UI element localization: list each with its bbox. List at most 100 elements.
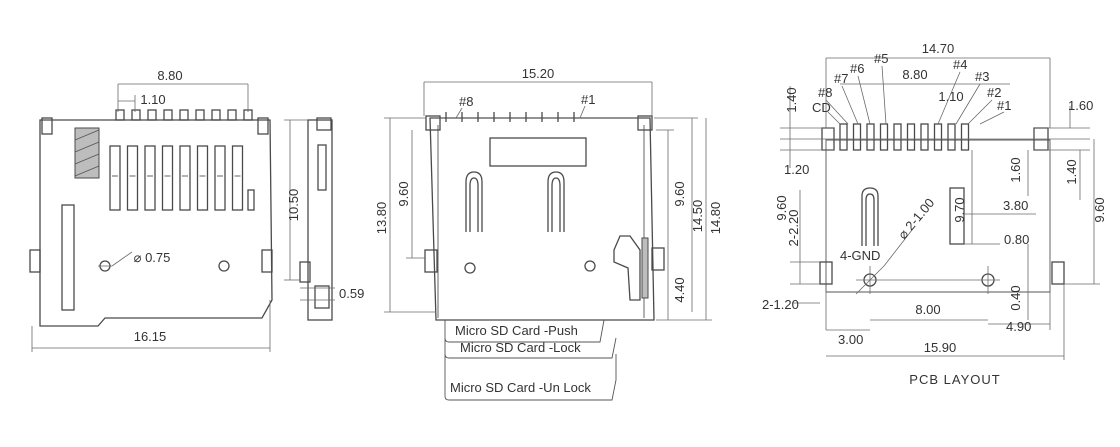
pcb-pin1-label: #1 bbox=[997, 98, 1011, 113]
front-top-pin bbox=[211, 109, 221, 121]
pcb-pad bbox=[947, 123, 956, 151]
pcb-pad bbox=[852, 123, 862, 151]
front-contact-slot bbox=[161, 145, 174, 211]
pcb-dim-l4: 2-2.20 bbox=[786, 210, 801, 247]
pcb-dim-m4: 0.40 bbox=[1008, 285, 1023, 310]
front-top-pin bbox=[179, 109, 189, 121]
side-left-tab bbox=[299, 261, 311, 283]
pcb-pin2-label: #2 bbox=[987, 85, 1001, 100]
pcb-dim-b3: 4.90 bbox=[1006, 319, 1031, 334]
front-top-pin bbox=[195, 109, 205, 121]
pcb-pad-row bbox=[839, 123, 970, 151]
top-view: 15.20 13.80 9.60 9.60 14.50 14.80 4.40 #… bbox=[374, 66, 723, 401]
pcb-pin3-label: #3 bbox=[975, 69, 989, 84]
front-top-pin bbox=[227, 109, 237, 121]
pcb-dim-hole: ⌀ 2-1.00 bbox=[895, 195, 938, 242]
pcb-dim-r3: 1.40 bbox=[1064, 159, 1079, 184]
front-hole-right bbox=[218, 260, 230, 272]
pcb-pin7-label: #7 bbox=[834, 71, 848, 86]
side-top-tab bbox=[316, 117, 332, 131]
front-hatch-lines bbox=[74, 129, 100, 177]
front-contact-slot bbox=[196, 145, 209, 211]
top-window bbox=[489, 137, 587, 167]
state-unlock-label: Micro SD Card -Un Lock bbox=[450, 380, 591, 395]
pcb-dim-l3: 9.60 bbox=[774, 195, 789, 220]
top-corner-left bbox=[425, 115, 441, 131]
front-side-tab-left bbox=[29, 249, 41, 273]
pcb-slot bbox=[949, 187, 965, 245]
front-dim-top-width: 8.80 bbox=[157, 68, 182, 83]
pcb-dim-w2: 8.80 bbox=[902, 67, 927, 82]
top-lock-lever bbox=[613, 235, 641, 301]
pcb-pad-left-bottom bbox=[819, 261, 833, 285]
front-top-pins bbox=[115, 109, 253, 121]
pcb-dim-b4: 15.90 bbox=[924, 340, 957, 355]
front-dim-bottom-width: 16.15 bbox=[134, 329, 167, 344]
state-unlock-box bbox=[444, 354, 617, 401]
top-dim-h2: 9.60 bbox=[396, 181, 411, 206]
top-hole-left bbox=[464, 262, 476, 274]
front-top-pin bbox=[163, 109, 173, 121]
pcb-pad bbox=[906, 123, 916, 151]
front-contact-slot bbox=[231, 145, 244, 211]
top-corner-right bbox=[637, 115, 653, 131]
pcb-dim-b2: 8.00 bbox=[915, 302, 940, 317]
side-dim-bottom: 0.59 bbox=[339, 286, 364, 301]
front-right-notch bbox=[247, 189, 255, 211]
pcb-dim-r1: 1.60 bbox=[1068, 98, 1093, 113]
pcb-dim-l2: 1.20 bbox=[784, 162, 809, 177]
top-dim-h5: 14.80 bbox=[708, 202, 723, 235]
top-pin-row bbox=[445, 112, 575, 122]
state-push-label: Micro SD Card -Push bbox=[455, 323, 578, 338]
pcb-dim-m3: 0.80 bbox=[1004, 232, 1029, 247]
front-top-pin bbox=[147, 109, 157, 121]
front-top-pin bbox=[131, 109, 141, 121]
top-spring-right bbox=[547, 171, 565, 232]
front-dim-pitch: 1.10 bbox=[140, 92, 165, 107]
front-contact-slot bbox=[109, 145, 121, 211]
side-body bbox=[307, 119, 333, 321]
top-lock-rail bbox=[641, 237, 649, 299]
front-side-tab-right bbox=[261, 249, 273, 273]
pcb-pad bbox=[839, 123, 848, 151]
front-view: 8.80 1.10 ⌀ 0.75 16.15 bbox=[29, 68, 273, 352]
pcb-pin6-label: #6 bbox=[850, 61, 864, 76]
pcb-pad bbox=[893, 123, 902, 151]
pcb-dim-b1: 3.00 bbox=[838, 332, 863, 347]
top-dim-h6: 4.40 bbox=[672, 277, 687, 302]
pcb-pad bbox=[920, 123, 929, 151]
front-hatched-block bbox=[74, 127, 100, 179]
pcb-spring bbox=[861, 187, 879, 246]
front-top-pin bbox=[115, 109, 125, 121]
top-dim-h1: 13.80 bbox=[374, 202, 389, 235]
pcb-layout-title: PCB LAYOUT bbox=[909, 372, 1000, 387]
pcb-pad bbox=[960, 123, 970, 151]
side-dim-height: 10.50 bbox=[286, 189, 301, 222]
pcb-pad bbox=[933, 123, 943, 151]
pcb-dim-l1: 1.40 bbox=[784, 87, 799, 112]
pcb-gnd-label: 4-GND bbox=[840, 248, 880, 263]
pcb-pin8-label: #8 bbox=[818, 85, 832, 100]
state-lock-label: Micro SD Card -Lock bbox=[460, 340, 581, 355]
pcb-layout-view: 14.70 8.80 1.10 1.40 1.20 9.60 2-2.20 2-… bbox=[762, 41, 1107, 387]
pcb-cd-label: CD bbox=[812, 100, 831, 115]
side-bottom-block bbox=[314, 285, 330, 309]
pcb-pad-right-bottom bbox=[1051, 261, 1065, 285]
top-left-tab bbox=[424, 249, 438, 273]
front-contact-slot bbox=[144, 145, 156, 211]
top-hole-right bbox=[584, 260, 596, 272]
top-body-outline bbox=[429, 117, 655, 321]
top-right-tab bbox=[651, 247, 665, 271]
pcb-dim-r2: 1.60 bbox=[1008, 157, 1023, 182]
side-view: 10.50 0.59 bbox=[284, 117, 364, 321]
front-contact-slot bbox=[214, 145, 226, 211]
front-dim-hole: ⌀ 0.75 bbox=[134, 250, 171, 265]
front-contact-slot bbox=[126, 145, 139, 211]
front-corner-tab-left bbox=[41, 117, 53, 135]
top-dim-h4: 14.50 bbox=[690, 200, 705, 233]
front-long-slot bbox=[61, 204, 75, 311]
top-pin-8-label: #8 bbox=[459, 94, 473, 109]
pcb-pin4-label: #4 bbox=[953, 57, 967, 72]
